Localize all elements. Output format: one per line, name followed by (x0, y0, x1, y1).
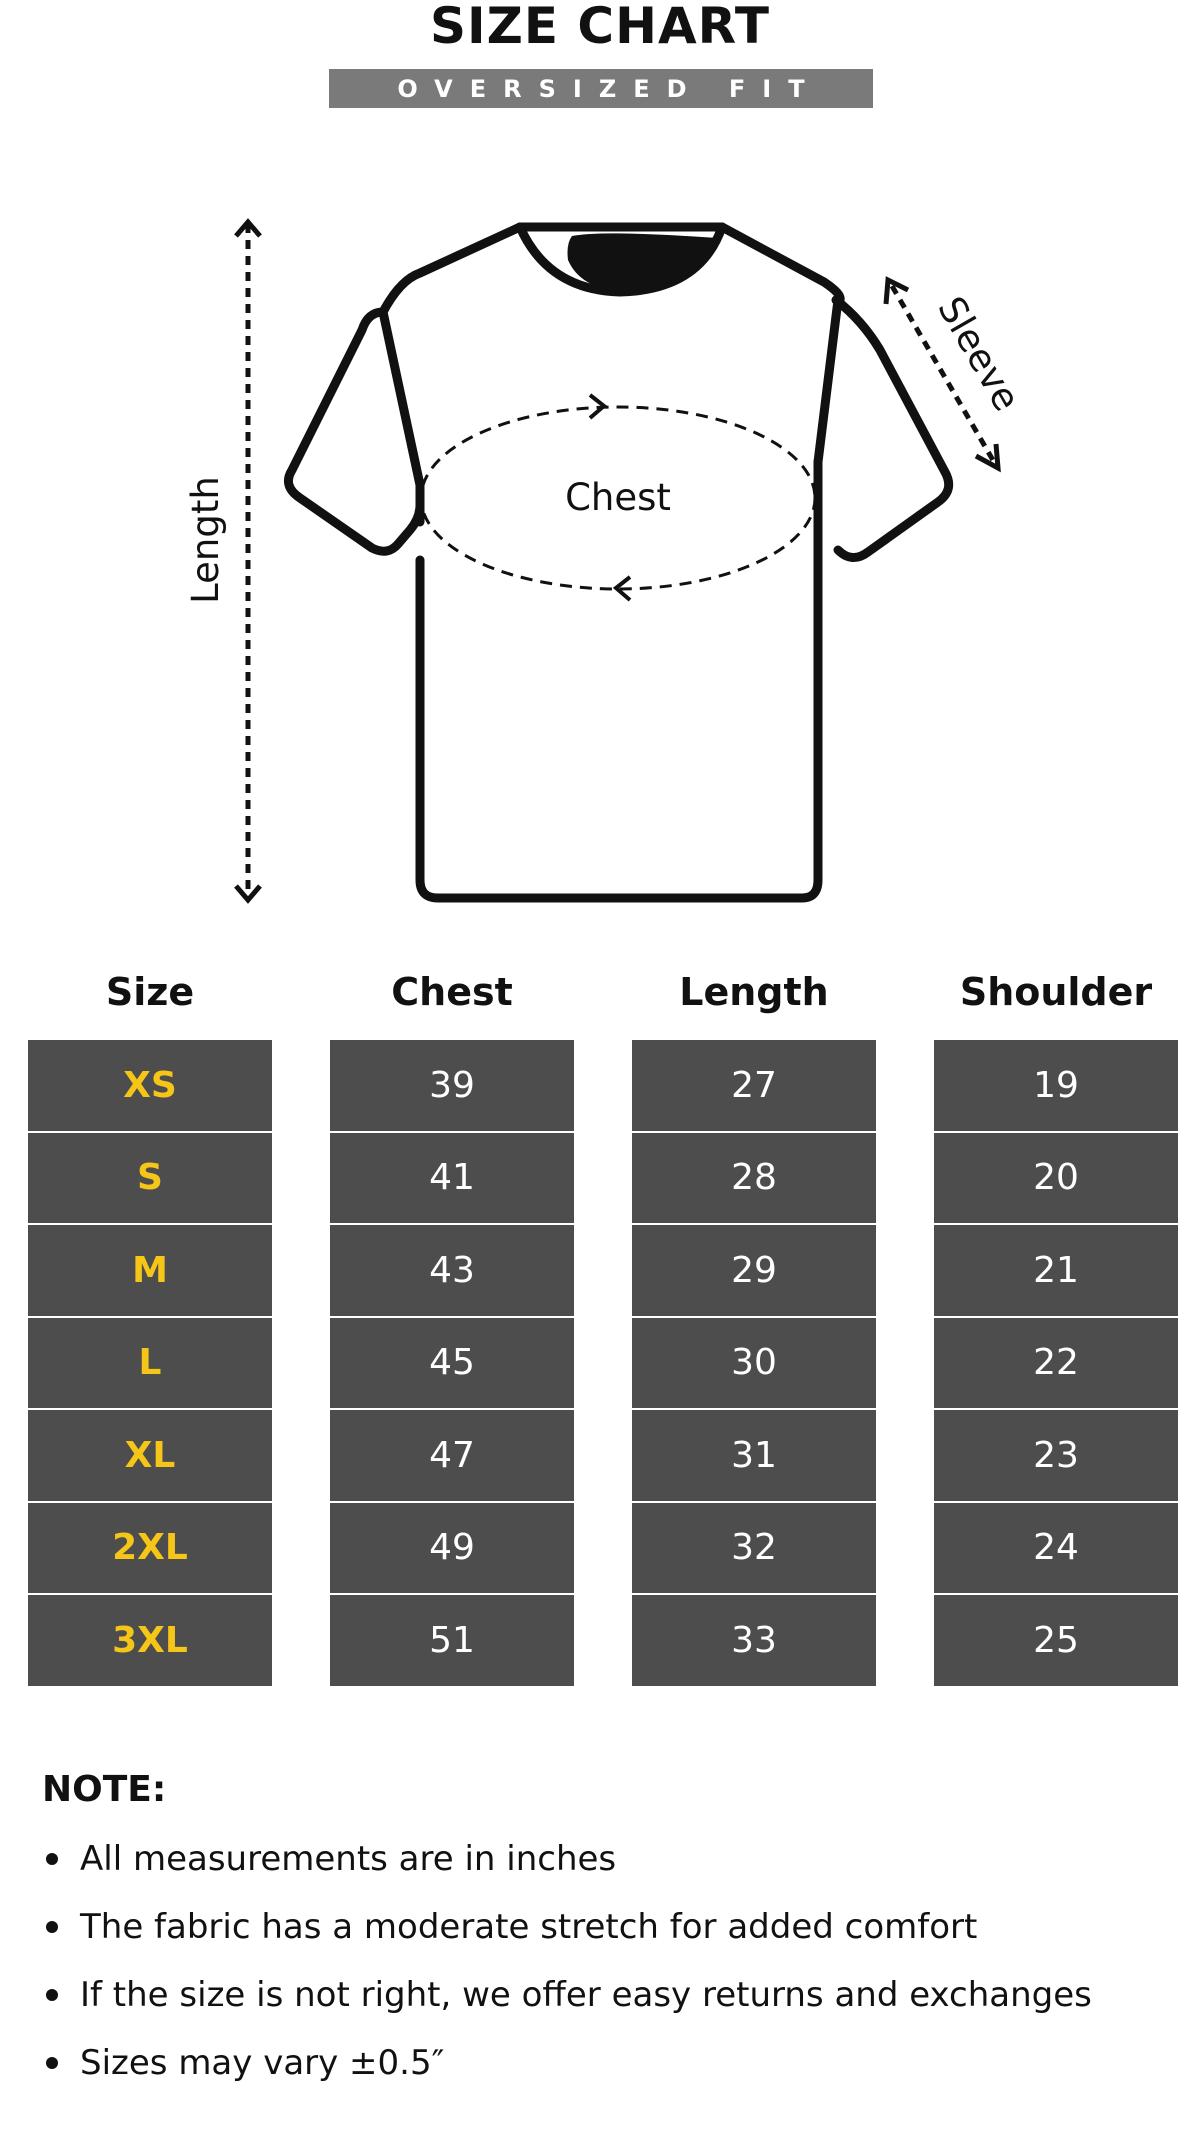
header-shoulder: Shoulder (959, 970, 1153, 1014)
chest-cell: 45 (330, 1318, 574, 1410)
chest-ellipse-icon (419, 405, 817, 591)
header-chest: Chest (391, 970, 513, 1014)
chest-arrow-top-icon (588, 393, 608, 420)
chest-arrow-bottom-icon (612, 575, 632, 602)
sleeve-label: Sleeve (929, 289, 1028, 418)
chest-cell: 47 (330, 1410, 574, 1503)
bullet-icon (46, 1989, 58, 2001)
chest-cell: 51 (429, 1619, 475, 1661)
list-item: If the size is not right, we offer easy … (42, 1961, 1182, 2029)
collar-shadow-icon (567, 233, 718, 292)
bullet-icon (46, 1853, 58, 1865)
note-text: Sizes may vary ±0.5″ (80, 2043, 445, 2083)
table-header-row: Size Chest Length Shoulder (0, 960, 1200, 1024)
shoulder-cell: 19 (934, 1040, 1178, 1133)
chest-cell: 43 (330, 1225, 574, 1318)
list-item: The fabric has a moderate stretch for ad… (42, 1893, 1182, 1961)
size-column: XS S M L XL 2XL 3XL (28, 1040, 272, 1686)
tshirt-outline-icon (283, 222, 954, 903)
length-cell: 33 (731, 1619, 777, 1661)
bullet-icon (46, 2057, 58, 2069)
sleeve-arrow-icon (883, 276, 1001, 473)
length-column: 27 28 29 30 31 32 33 (632, 1040, 876, 1686)
shoulder-cell: 23 (934, 1410, 1178, 1503)
size-cell: XL (28, 1410, 272, 1503)
length-arrow-icon (234, 218, 262, 904)
chest-column: 39 41 43 45 47 49 51 (330, 1040, 574, 1686)
list-item: Sizes may vary ±0.5″ (42, 2029, 1182, 2097)
tshirt-diagram: Length Chest Sleeve (184, 218, 1028, 904)
subtitle-banner: OVERSIZED FIT (329, 69, 873, 108)
length-cell: 27 (632, 1040, 876, 1133)
chest-label: Chest (565, 476, 671, 519)
bullet-icon (46, 1921, 58, 1933)
shoulder-cell: 25 (1033, 1619, 1079, 1661)
chest-cell: 49 (330, 1503, 574, 1595)
shoulder-cell: 24 (934, 1503, 1178, 1595)
size-cell: 3XL (112, 1619, 188, 1661)
length-cell: 29 (632, 1225, 876, 1318)
size-cell: 2XL (28, 1503, 272, 1595)
header-length: Length (679, 970, 829, 1014)
note-title: NOTE: (42, 1769, 167, 1810)
list-item: All measurements are in inches (42, 1825, 1182, 1893)
length-cell: 28 (632, 1133, 876, 1225)
note-list: All measurements are in inches The fabri… (42, 1825, 1182, 2097)
chest-cell: 39 (330, 1040, 574, 1133)
note-text: All measurements are in inches (80, 1839, 617, 1879)
size-cell: S (28, 1133, 272, 1225)
note-section: NOTE: All measurements are in inches The… (42, 1765, 1182, 2097)
length-cell: 30 (632, 1318, 876, 1410)
page-title: SIZE CHART (429, 0, 771, 55)
chest-cell: 41 (330, 1133, 574, 1225)
size-cell: L (28, 1318, 272, 1410)
size-cell: XS (28, 1040, 272, 1133)
length-label: Length (184, 476, 227, 604)
note-text: The fabric has a moderate stretch for ad… (80, 1907, 978, 1947)
header-size: Size (105, 970, 195, 1014)
note-text: If the size is not right, we offer easy … (80, 1975, 1092, 2015)
shoulder-cell: 22 (934, 1318, 1178, 1410)
size-cell: M (28, 1225, 272, 1318)
length-cell: 32 (632, 1503, 876, 1595)
subtitle: OVERSIZED FIT (397, 74, 822, 103)
shoulder-cell: 21 (934, 1225, 1178, 1318)
shoulder-cell: 20 (934, 1133, 1178, 1225)
length-cell: 31 (632, 1410, 876, 1503)
shoulder-column: 19 20 21 22 23 24 25 (934, 1040, 1178, 1686)
